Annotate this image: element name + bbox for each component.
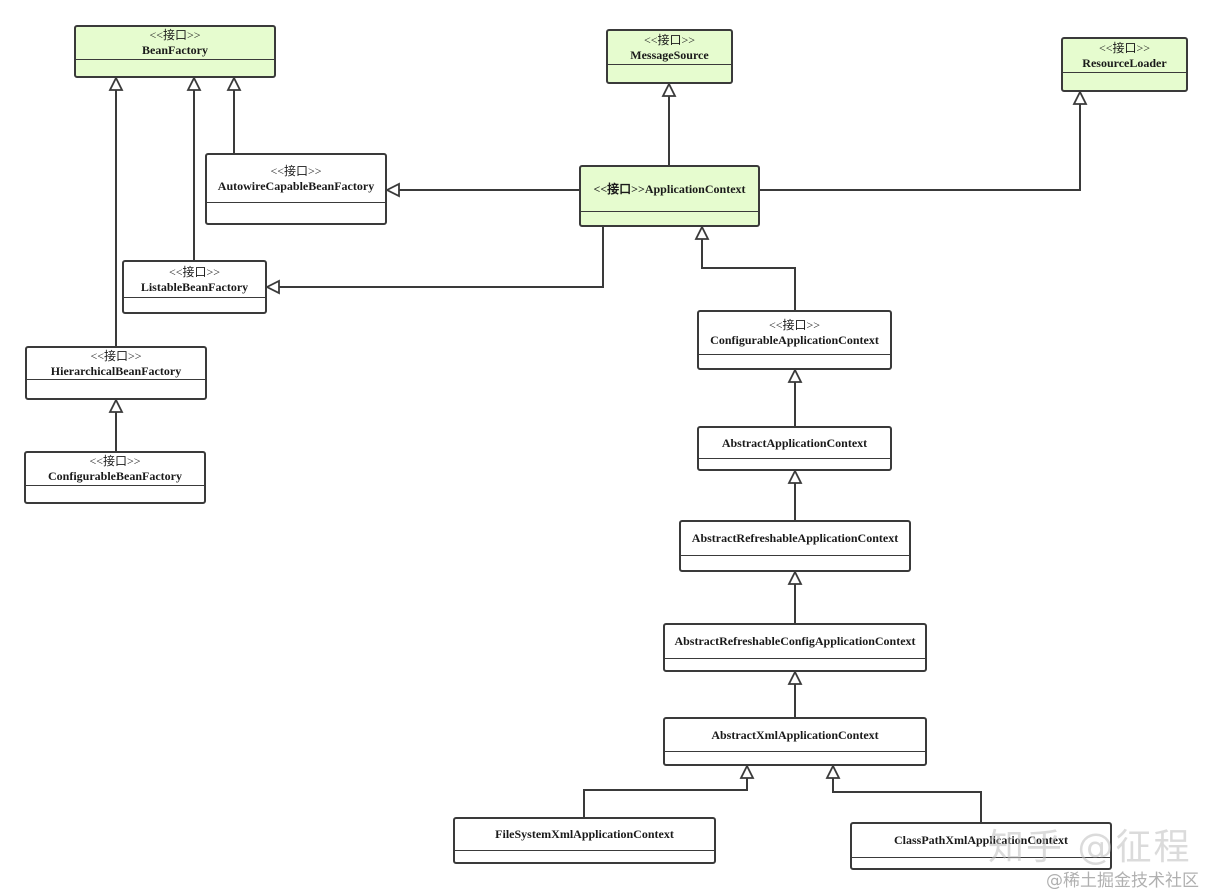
class-name: FileSystemXmlApplicationContext [495,827,674,841]
file-system-to-abstract-xml-line [583,778,748,817]
listable-bean-factory-node[interactable]: <<接口>>ListableBeanFactory [122,260,267,314]
stereotype-label: <<接口>> [643,32,696,47]
app-context-to-resource-loader-line [760,104,1081,191]
autowire-to-bean-factory-arrowhead [226,75,242,91]
class-name: HierarchicalBeanFactory [50,363,182,378]
zhihu-watermark: 知乎 @征程 [988,827,1192,868]
class-name: BeanFactory [142,43,208,57]
abstract-refreshable-config-to-refreshable-arrowhead [787,569,803,585]
configurable-bf-to-hierarchical-arrowhead [108,397,124,413]
app-context-to-listable-arrowhead [264,279,280,295]
abstract-refreshable-to-abstract-ac-arrowhead [787,468,803,484]
stereotype-label: <<接口>> [1098,40,1151,55]
class-name: ResourceLoader [1082,55,1167,70]
configurable-bean-factory-node[interactable]: <<接口>>ConfigurableBeanFactory [24,451,206,504]
message-source-node[interactable]: <<接口>>MessageSource [606,29,733,84]
stereotype-label: <<接口>> [89,454,141,468]
app-context-to-autowire-arrowhead [384,182,400,198]
juejin-watermark: @稀土掘金技术社区 [1046,871,1199,891]
class-name: AbstractRefreshableApplicationContext [691,531,899,545]
abstract-ac-to-configurable-ac-arrowhead [787,367,803,383]
listable-to-bean-factory-arrowhead [186,75,202,91]
class-name: ConfigurableApplicationContext [710,333,879,347]
stereotype-label: <<接口>> [90,348,142,363]
class-name: ApplicationContext [644,181,746,196]
hierarchical-to-bean-factory-arrowhead [108,75,124,91]
class-name: AbstractRefreshableConfigApplicationCont… [674,634,916,648]
abstract-refreshable-config-application-context-node[interactable]: AbstractRefreshableConfigApplicationCont… [663,623,927,672]
stereotype-label: <<接口>> [270,163,322,178]
stereotype-label: <<接口>> [149,28,201,42]
class-name: AbstractApplicationContext [721,435,868,450]
class-name: ConfigurableBeanFactory [48,469,182,483]
app-context-to-message-source-arrowhead [661,81,677,97]
configurable-application-context-node[interactable]: <<接口>>ConfigurableApplicationContext [697,310,892,370]
application-context-node[interactable]: <<接口>>ApplicationContext [579,165,760,227]
abstract-refreshable-application-context-node[interactable]: AbstractRefreshableApplicationContext [679,520,911,572]
abstract-xml-to-refreshable-config-arrowhead [787,669,803,685]
configurable-ac-to-app-context-line [701,239,796,310]
class-name: AutowireCapableBeanFactory [217,178,375,193]
class-path-to-abstract-xml-arrowhead [825,763,841,779]
app-context-to-listable-line [279,227,604,288]
abstract-xml-application-context-node[interactable]: AbstractXmlApplicationContext [663,717,927,766]
stereotype-label: <<接口>> [168,264,221,279]
bean-factory-node[interactable]: <<接口>>BeanFactory [74,25,276,78]
resource-loader-node[interactable]: <<接口>>ResourceLoader [1061,37,1188,92]
class-path-xml-application-context-node[interactable]: ClassPathXmlApplicationContext [850,822,1112,870]
stereotype-label: <<接口>> [593,181,645,196]
class-name: ListableBeanFactory [140,279,249,294]
configurable-ac-to-app-context-arrowhead [694,224,710,240]
stereotype-label: <<接口>> [768,318,821,332]
class-path-to-abstract-xml-line [832,778,982,822]
hierarchical-bean-factory-node[interactable]: <<接口>>HierarchicalBeanFactory [25,346,207,400]
file-system-xml-application-context-node[interactable]: FileSystemXmlApplicationContext [453,817,716,864]
file-system-to-abstract-xml-arrowhead [739,763,755,779]
class-name: MessageSource [630,47,709,62]
abstract-application-context-node[interactable]: AbstractApplicationContext [697,426,892,471]
autowire-capable-bean-factory-node[interactable]: <<接口>>AutowireCapableBeanFactory [205,153,387,225]
app-context-to-resource-loader-arrowhead [1072,89,1088,105]
class-name: AbstractXmlApplicationContext [711,727,879,742]
class-name: ClassPathXmlApplicationContext [893,833,1068,847]
